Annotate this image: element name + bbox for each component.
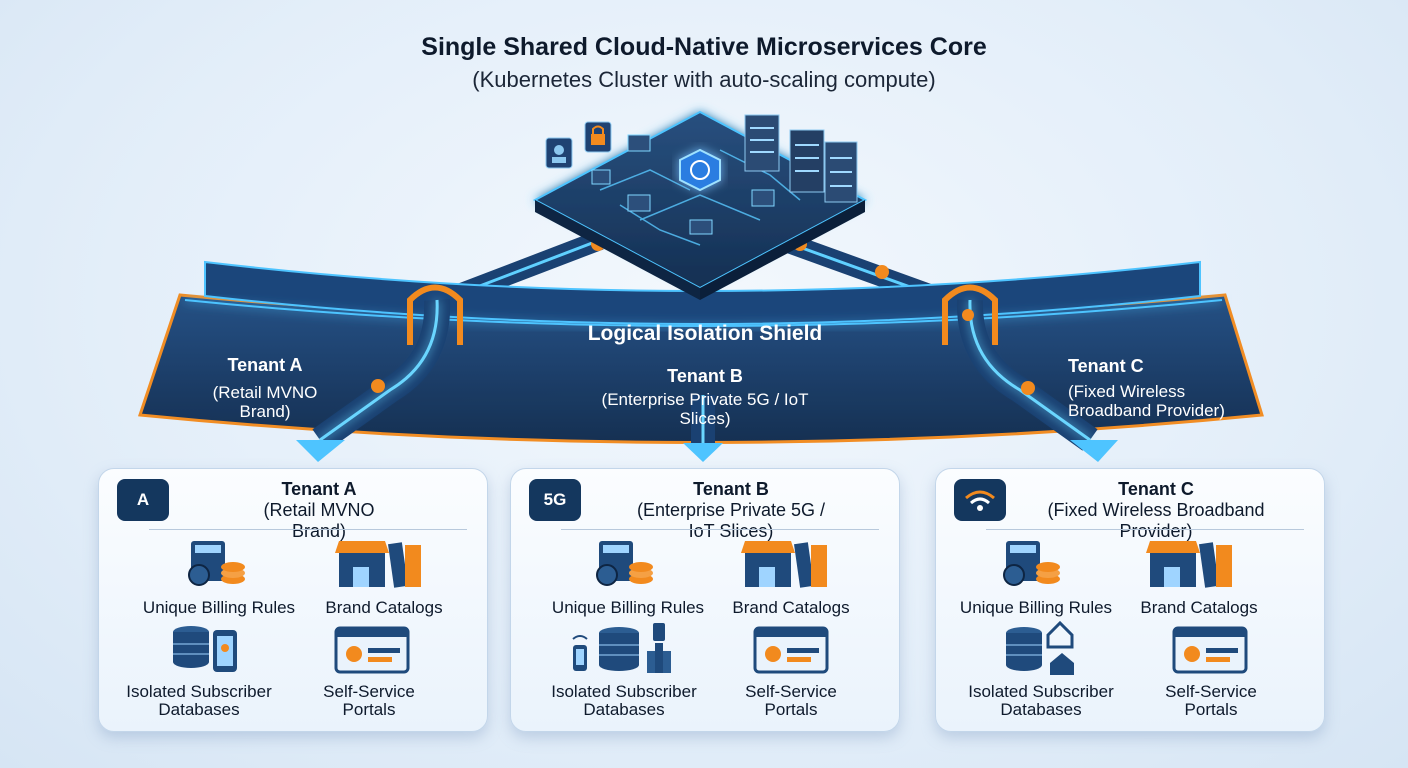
database-home-icon — [1006, 621, 1074, 675]
tenant-c-portal-line1: Self-Service — [1165, 682, 1257, 701]
shield-label: Logical Isolation Shield — [587, 322, 823, 345]
tenant-a-catalogs: Brand Catalogs — [325, 598, 443, 617]
database-iot-devices-icon — [572, 623, 671, 673]
shield-tenant-c-desc2: Broadband Provider) — [1068, 401, 1225, 420]
tenant-card-b: 5G Tenant B (Enterprise Private 5G / IoT… — [510, 468, 900, 732]
lock-tile-icon — [584, 121, 612, 153]
tenant-a-desc2: Brand) — [291, 521, 347, 541]
tenant-a-desc1: (Retail MVNO — [263, 500, 375, 520]
kubernetes-core-platform — [532, 110, 868, 300]
tenant-b-header: Tenant B (Enterprise Private 5G / IoT Sl… — [571, 479, 891, 542]
kubernetes-icon — [690, 160, 710, 180]
tenant-c-name: Tenant C — [1118, 479, 1194, 499]
tenant-c-db-line1: Isolated Subscriber — [968, 682, 1114, 701]
shield-tenant-a: Tenant A (Retail MVNO Brand) — [165, 355, 365, 422]
user-tile-icon — [545, 137, 573, 169]
tenant-card-a: A Tenant A (Retail MVNO Brand) Unique Bi… — [98, 468, 488, 732]
tenant-a-db-line1: Isolated Subscriber — [126, 682, 272, 701]
diagram-subtitle: (Kubernetes Cluster with auto-scaling co… — [472, 67, 936, 92]
calculator-coins-icon — [596, 541, 653, 586]
calculator-coins-icon — [188, 541, 245, 586]
tenant-b-desc1: (Enterprise Private 5G / — [636, 500, 826, 520]
tenant-c-billing: Unique Billing Rules — [959, 598, 1113, 617]
tenant-a-logo-icon: A — [117, 479, 169, 521]
portal-window-icon — [334, 626, 410, 674]
database-phone-icon — [173, 626, 237, 672]
tenant-b-portal: Self-Service Portals — [696, 683, 886, 719]
shield-tenant-b-desc2: Slices) — [679, 409, 731, 428]
tenant-c-catalogs: Brand Catalogs — [1140, 598, 1258, 617]
tenant-a-name: Tenant A — [281, 479, 357, 499]
tenant-b-billing: Unique Billing Rules — [551, 598, 705, 617]
tenant-c-portal-line2: Portals — [1184, 700, 1238, 719]
tenant-a-billing: Unique Billing Rules — [142, 598, 296, 617]
tenant-b-portal-line2: Portals — [764, 700, 818, 719]
shield-tenant-a-name: Tenant A — [227, 355, 303, 375]
tenant-a-header: Tenant A (Retail MVNO Brand) — [159, 479, 479, 542]
shield-tenant-c-desc1: (Fixed Wireless — [1068, 382, 1186, 401]
tenant-c-header: Tenant C (Fixed Wireless Broadband Provi… — [996, 479, 1316, 542]
shield-tenant-b: Tenant B (Enterprise Private 5G / IoT Sl… — [570, 366, 840, 429]
storefront-books-icon — [741, 541, 827, 588]
calculator-coins-icon — [1003, 541, 1060, 586]
tenant-b-desc2: IoT Slices) — [688, 521, 774, 541]
tenant-b-db-line2: Databases — [583, 700, 665, 719]
tenant-c-db: Isolated Subscriber Databases — [946, 683, 1136, 719]
tenant-b-divider — [561, 529, 879, 530]
tenant-a-portal: Self-Service Portals — [274, 683, 464, 719]
shield-tenant-c-name: Tenant C — [1068, 356, 1144, 376]
tenant-a-db: Isolated Subscriber Databases — [104, 683, 294, 719]
tenant-c-logo — [954, 479, 1006, 521]
tenant-b-catalogs: Brand Catalogs — [732, 598, 850, 617]
tenant-c-divider — [986, 529, 1304, 530]
shield-tenant-c: Tenant C (Fixed Wireless Broadband Provi… — [1068, 356, 1268, 421]
tenant-flow-arrows — [296, 299, 1118, 462]
portal-window-icon — [753, 626, 829, 674]
tenant-b-logo-icon: 5G — [529, 479, 581, 521]
tenant-c-desc2: Provider) — [1119, 521, 1193, 541]
tenant-a-portal-line2: Portals — [342, 700, 396, 719]
tenant-c-desc1: (Fixed Wireless Broadband — [1047, 500, 1265, 520]
wifi-icon — [965, 490, 995, 511]
shield-tenant-b-desc1: (Enterprise Private 5G / IoT — [601, 390, 809, 409]
tenant-a-portal-line1: Self-Service — [323, 682, 415, 701]
tenant-card-c: Tenant C (Fixed Wireless Broadband Provi… — [935, 468, 1325, 732]
tenant-c-portal: Self-Service Portals — [1116, 683, 1306, 719]
tenant-a-divider — [149, 529, 467, 530]
tenant-c-db-line2: Databases — [1000, 700, 1082, 719]
server-rack-icon — [744, 114, 858, 203]
tenant-b-name: Tenant B — [693, 479, 769, 499]
tenant-b-db-line1: Isolated Subscriber — [551, 682, 697, 701]
storefront-books-icon — [335, 541, 421, 588]
diagram-title: Single Shared Cloud-Native Microservices… — [421, 33, 987, 61]
tenant-b-db: Isolated Subscriber Databases — [529, 683, 719, 719]
shield-tenant-b-name: Tenant B — [667, 366, 743, 386]
shield-tenant-a-desc1: (Retail MVNO — [212, 383, 318, 402]
portal-window-icon — [1172, 626, 1248, 674]
storefront-books-icon — [1146, 541, 1232, 588]
tenant-b-portal-line1: Self-Service — [745, 682, 837, 701]
shield-tenant-a-desc2: Brand) — [239, 402, 291, 421]
tenant-a-db-line2: Databases — [158, 700, 240, 719]
